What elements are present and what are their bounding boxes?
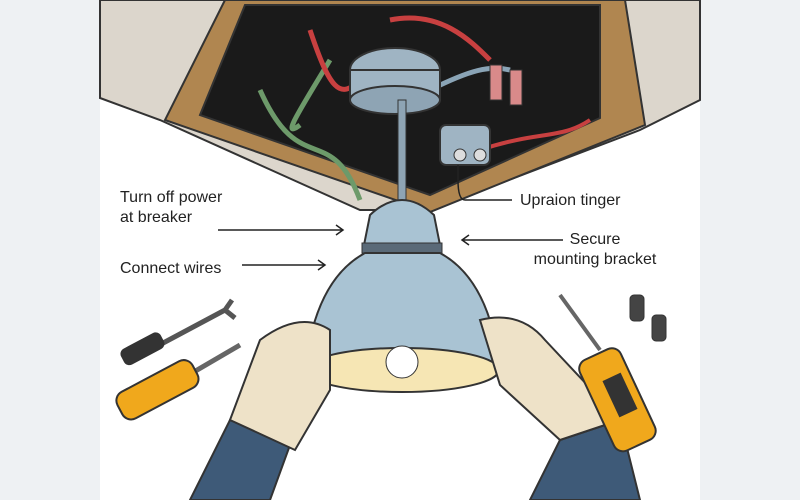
wire-nut: [489, 64, 503, 101]
label-line: at breaker: [120, 209, 193, 226]
wire-red-3: [479, 118, 592, 152]
wire-gray: [428, 65, 511, 93]
label-connect-wires: Connect wires: [120, 260, 222, 277]
label-turn-off-power: Turn off power at breaker: [120, 188, 222, 228]
downrod: [397, 99, 407, 201]
glove-right: [478, 316, 622, 442]
label-line: Secure: [569, 231, 621, 248]
voltage-tester-tip: [558, 293, 602, 352]
glove-left: [228, 321, 331, 452]
label-upraion-tinger: Upraion tinger: [520, 192, 621, 209]
wire-connector: [651, 314, 667, 342]
lamp-neck: [362, 199, 442, 246]
wire-green: [257, 88, 363, 201]
wire-green-2: [289, 58, 333, 132]
screwdriver-left: [115, 359, 200, 421]
wire-connector: [629, 294, 645, 322]
label-secure-bracket: Secure mounting bracket: [520, 230, 670, 270]
label-line: Turn off power: [120, 189, 223, 206]
label-line: mounting bracket: [533, 251, 657, 268]
wire-red-2: [389, 15, 492, 62]
tester-display: [602, 372, 638, 418]
arrows: [218, 165, 563, 271]
stripper-handle: [120, 332, 165, 366]
